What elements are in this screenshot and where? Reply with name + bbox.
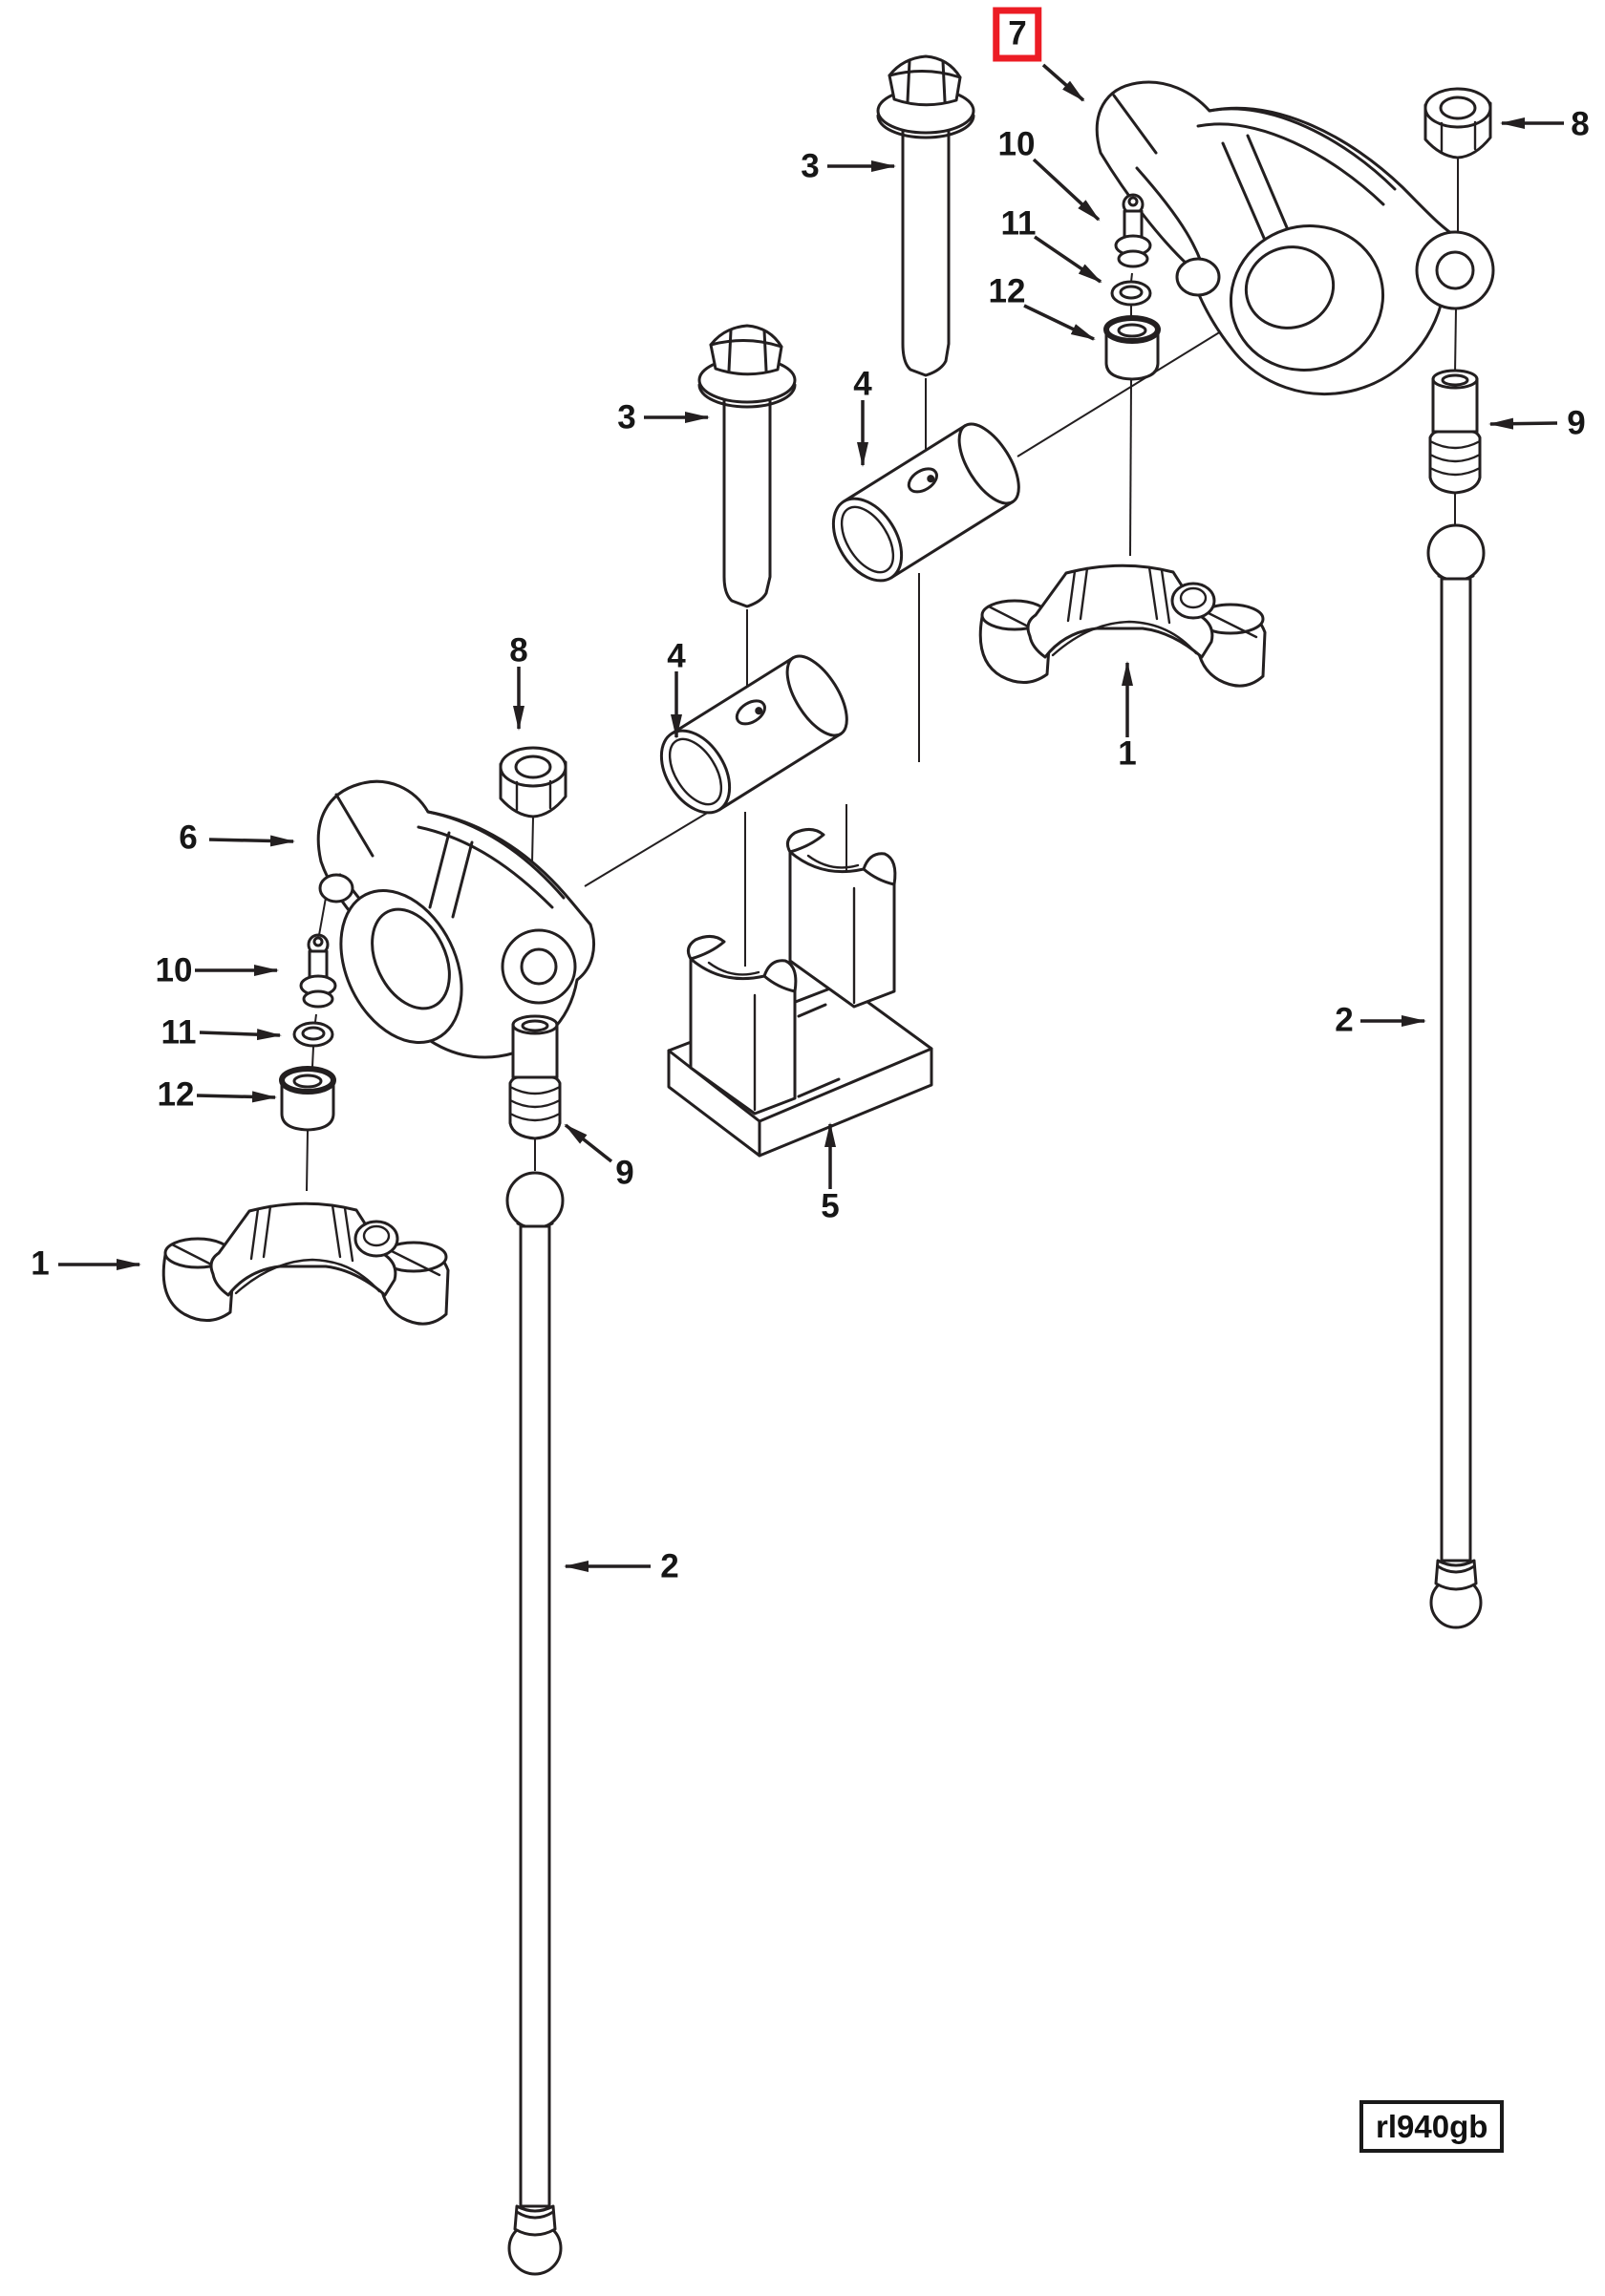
mounting-bolt-middle [697, 324, 797, 608]
mount-bracket [667, 827, 933, 1158]
o-ring-top [1110, 280, 1152, 307]
bushing-top [1106, 318, 1158, 379]
rocker-arm-top [1095, 80, 1495, 395]
callout-1-left[interactable]: 1 [31, 1244, 50, 1283]
bushing-left [282, 1069, 333, 1130]
callout-12-top[interactable]: 12 [988, 272, 1026, 310]
callout-2-left[interactable]: 2 [660, 1547, 679, 1585]
callout-3-top[interactable]: 3 [801, 147, 820, 185]
valve-crosshead-left [161, 1201, 450, 1326]
callout-11-left[interactable]: 11 [160, 1013, 197, 1052]
callout-12-left[interactable]: 12 [157, 1075, 195, 1114]
hex-nut-top [1423, 87, 1492, 159]
callout-6[interactable]: 6 [179, 818, 198, 857]
callout-8-middle[interactable]: 8 [509, 631, 528, 670]
callout-7-highlighted[interactable]: 7 [993, 7, 1042, 62]
callout-9-right[interactable]: 9 [1567, 404, 1586, 442]
figure-code-label: rl940gb [1359, 2100, 1505, 2153]
callout-1-right[interactable]: 1 [1118, 734, 1137, 773]
o-ring-left [292, 1021, 334, 1048]
rocker-arm-left [316, 779, 595, 1059]
callout-10-top[interactable]: 10 [997, 125, 1036, 163]
callout-3-middle[interactable]: 3 [617, 398, 636, 436]
hex-nut-middle [499, 746, 567, 818]
callout-2-right[interactable]: 2 [1335, 1001, 1354, 1039]
valve-crosshead-right [978, 563, 1267, 688]
push-rod-socket-right [1428, 369, 1482, 495]
mounting-bolt-top [876, 54, 975, 377]
push-rod-left [505, 1171, 565, 2276]
callout-arrows [58, 63, 1564, 1572]
callout-4-top[interactable]: 4 [853, 365, 872, 403]
adjusting-screw-left [299, 933, 337, 1009]
push-rod-right [1426, 523, 1486, 1629]
callout-10-left[interactable]: 10 [155, 951, 193, 989]
callout-4-middle[interactable]: 4 [667, 637, 686, 675]
push-rod-socket-left [508, 1014, 562, 1140]
callout-8-top[interactable]: 8 [1571, 105, 1590, 143]
callout-5[interactable]: 5 [821, 1187, 840, 1225]
callout-11-top[interactable]: 11 [1000, 204, 1037, 243]
callout-9-left[interactable]: 9 [615, 1154, 634, 1192]
